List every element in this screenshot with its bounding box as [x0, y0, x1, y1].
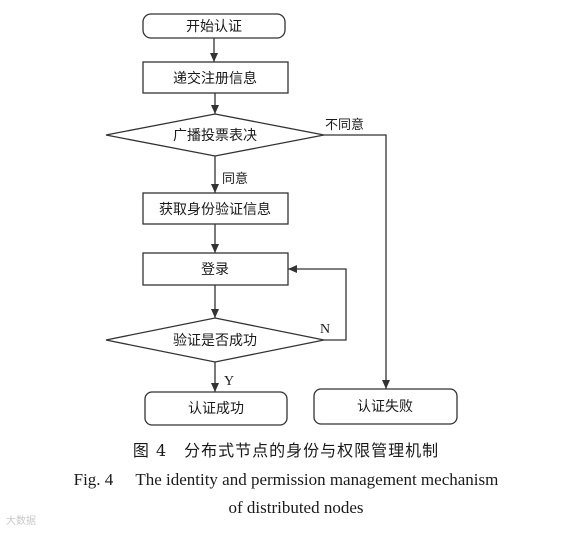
login-node-label: 登录 — [201, 262, 229, 278]
figure-caption-en-line2: of distributed nodes — [228, 498, 364, 517]
watermark-logo: 大数据 — [6, 516, 36, 527]
vote-decision-label: 广播投票表决 — [173, 128, 257, 144]
submit-node-label: 递交注册信息 — [173, 70, 257, 87]
edge-label-yes: Y — [224, 374, 234, 389]
flowchart: 开始认证 递交注册信息 广播投票表决 不同意 同意 获取身份验证信息 登录 验证… — [105, 13, 458, 426]
edge-label-no: N — [320, 322, 330, 337]
figure-caption-en-line1: Fig. 4 The identity and permission manage… — [0, 470, 572, 490]
success-node-label: 认证成功 — [188, 401, 244, 417]
figure-title-en: The identity and permission management m… — [135, 470, 499, 489]
get-info-node — [142, 192, 289, 225]
edge-verify-login-loop — [288, 265, 347, 341]
get-info-node-label: 获取身份验证信息 — [159, 201, 271, 218]
verify-decision-label: 验证是否成功 — [173, 333, 257, 349]
figure-caption-cn: 图 4 分布式节点的身份与权限管理机制 — [132, 441, 440, 460]
edge-label-disagree: 不同意 — [325, 117, 364, 133]
edge-vote-fail — [324, 134, 390, 389]
fail-node — [313, 388, 458, 425]
edge-label-agree: 同意 — [222, 171, 248, 187]
submit-node — [142, 61, 289, 94]
success-node — [144, 391, 288, 426]
start-node-label: 开始认证 — [186, 19, 242, 35]
figure-number-en: Fig. 4 — [73, 470, 114, 489]
fail-node-label: 认证失败 — [357, 399, 413, 415]
